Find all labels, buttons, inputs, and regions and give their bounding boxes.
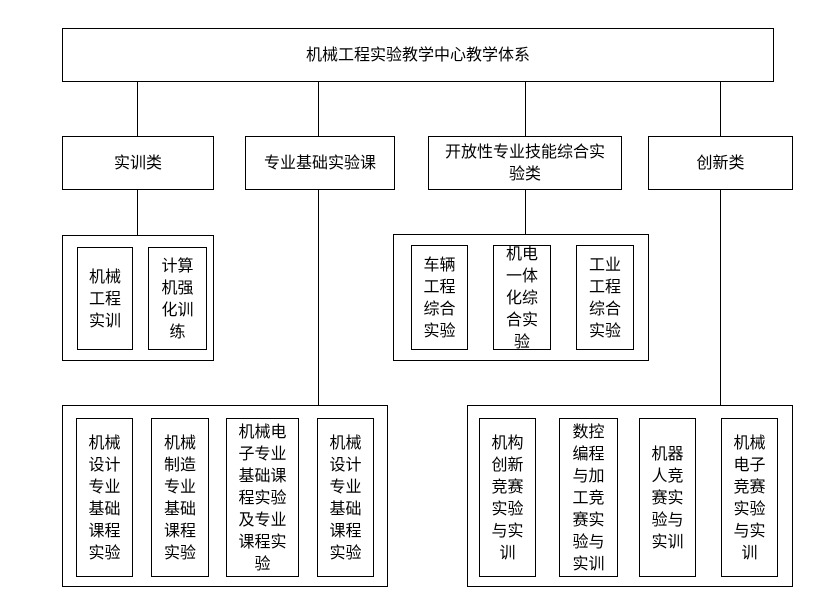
leaf-label: 机械工程实训: [88, 266, 121, 330]
leaf-node: 计算机强化训练: [148, 247, 207, 350]
group-container-jichu: 机械设计专业基础课程实验 机械制造专业基础课程实验 机械电子专业基础课程实验及专…: [62, 405, 388, 587]
leaf-label: 机械设计专业基础课程实验: [329, 432, 362, 562]
connector-chuangxin-to-group: [720, 190, 721, 405]
leaf-label: 机电一体化综合实验: [505, 243, 538, 351]
category-label-kaifang: 开放性专业技能综合实验类: [444, 142, 605, 183]
leaf-label: 工业工程综合实验: [588, 254, 621, 340]
connector-root-to-shixun: [137, 82, 138, 136]
leaf-label: 数控编程与加工竞赛实验与实训: [572, 421, 605, 573]
connector-kaifang-to-group: [525, 190, 526, 234]
leaf-label: 车辆工程综合实验: [423, 254, 456, 340]
leaf-node: 机构创新竞赛实验与实训: [479, 418, 536, 577]
leaf-node: 机械工程实训: [77, 247, 133, 350]
connector-shixun-to-group: [137, 190, 138, 235]
leaf-label: 机械电子竞赛实验与实训: [733, 432, 766, 562]
connector-jichu-to-group: [318, 190, 319, 405]
leaf-label: 机器人竞赛实验与实训: [651, 443, 684, 551]
category-label-jichu: 专业基础实验课: [263, 153, 376, 172]
category-node-jichu: 专业基础实验课: [245, 136, 395, 190]
leaf-node: 机械设计专业基础课程实验: [76, 418, 133, 577]
leaf-node: 数控编程与加工竞赛实验与实训: [559, 418, 618, 577]
leaf-node: 机电一体化综合实验: [493, 243, 551, 351]
leaf-node: 车辆工程综合实验: [411, 245, 468, 350]
leaf-label: 计算机强化训练: [161, 255, 194, 341]
root-node: 机械工程实验教学中心教学体系: [62, 28, 774, 82]
category-node-chuangxin: 创新类: [648, 136, 793, 190]
category-node-shixun: 实训类: [62, 136, 214, 190]
leaf-node: 机械电子竞赛实验与实训: [721, 418, 778, 577]
leaf-label: 机械设计专业基础课程实验: [88, 432, 121, 562]
connector-root-to-chuangxin: [720, 82, 721, 136]
group-container-shixun: 机械工程实训 计算机强化训练: [62, 235, 214, 361]
leaf-node: 机械制造专业基础课程实验: [151, 418, 209, 577]
connector-root-to-kaifang: [525, 82, 526, 136]
leaf-node: 机械设计专业基础课程实验: [317, 418, 374, 577]
category-label-chuangxin: 创新类: [696, 153, 745, 172]
group-container-chuangxin: 机构创新竞赛实验与实训 数控编程与加工竞赛实验与实训 机器人竞赛实验与实训 机械…: [467, 405, 793, 587]
leaf-label: 机械电子专业基础课程实验及专业课程实验: [238, 421, 287, 573]
leaf-label: 机构创新竞赛实验与实训: [491, 432, 524, 562]
leaf-node: 机器人竞赛实验与实训: [639, 418, 696, 577]
group-container-kaifang: 车辆工程综合实验 机电一体化综合实验 工业工程综合实验: [393, 234, 649, 361]
leaf-label: 机械制造专业基础课程实验: [163, 432, 196, 562]
category-node-kaifang: 开放性专业技能综合实验类: [428, 136, 622, 190]
connector-root-to-jichu: [318, 82, 319, 136]
root-node-label: 机械工程实验教学中心教学体系: [305, 45, 530, 64]
leaf-node: 机械电子专业基础课程实验及专业课程实验: [226, 418, 299, 577]
leaf-node: 工业工程综合实验: [576, 245, 634, 350]
category-label-shixun: 实训类: [113, 153, 162, 172]
